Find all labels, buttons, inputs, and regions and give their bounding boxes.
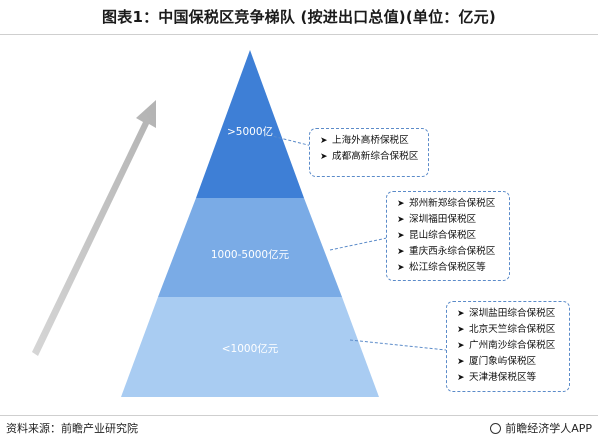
list-item: ➤ 天津港保税区等 <box>457 370 563 386</box>
bullet-arrow-icon: ➤ <box>457 341 465 351</box>
bullet-arrow-icon: ➤ <box>397 199 405 209</box>
list-item: ➤ 成都高新综合保税区 <box>320 149 422 165</box>
tier-top-shape <box>196 50 304 198</box>
list-item-label: 昆山综合保税区 <box>409 230 477 241</box>
list-item: ➤ 重庆西永综合保税区 <box>397 244 503 260</box>
tier-label-middle: 1000-5000亿元 <box>210 249 290 261</box>
bullet-arrow-icon: ➤ <box>397 247 405 257</box>
tier-bottom-shape <box>121 297 379 397</box>
connector-line <box>349 339 447 351</box>
list-item: ➤ 厦门象屿保税区 <box>457 354 563 370</box>
list-item-label: 北京天竺综合保税区 <box>469 324 556 335</box>
tier-label-top: >5000亿 <box>226 126 274 138</box>
list-item-label: 重庆西永综合保税区 <box>409 246 496 257</box>
connector-line <box>263 133 313 147</box>
bullet-arrow-icon: ➤ <box>457 309 465 319</box>
bullet-arrow-icon: ➤ <box>397 231 405 241</box>
list-item-label: 成都高新综合保税区 <box>332 151 419 162</box>
list-item: ➤ 上海外高桥保税区 <box>320 133 422 149</box>
list-item: ➤ 深圳盐田综合保税区 <box>457 306 563 322</box>
list-item-label: 天津港保税区等 <box>469 372 537 383</box>
list-item-label: 松江综合保税区等 <box>409 262 486 273</box>
tier-top-list-box: ➤ 上海外高桥保税区 ➤ 成都高新综合保税区 <box>309 128 429 177</box>
tier-label-bottom: <1000亿元 <box>221 343 279 355</box>
brand-logo-icon <box>490 423 502 434</box>
bullet-arrow-icon: ➤ <box>457 373 465 383</box>
list-item-label: 广州南沙综合保税区 <box>469 340 556 351</box>
bullet-arrow-icon: ➤ <box>397 215 405 225</box>
brand-label: 前瞻经济学人APP <box>490 420 592 436</box>
bullet-arrow-icon: ➤ <box>397 263 405 273</box>
list-item: ➤ 昆山综合保税区 <box>397 228 503 244</box>
title-divider <box>0 34 598 35</box>
brand-text: 前瞻经济学人APP <box>505 422 592 435</box>
bullet-arrow-icon: ➤ <box>320 136 328 146</box>
bullet-arrow-icon: ➤ <box>457 357 465 367</box>
source-note: 资料来源：前瞻产业研究院 <box>6 422 138 435</box>
bullet-arrow-icon: ➤ <box>320 152 328 162</box>
list-item-label: 深圳盐田综合保税区 <box>469 308 556 319</box>
list-item: ➤ 北京天竺综合保税区 <box>457 322 563 338</box>
list-item-label: 上海外高桥保税区 <box>332 135 409 146</box>
tier-middle-list-box: ➤ 郑州新郑综合保税区 ➤ 深圳福田保税区 ➤ 昆山综合保税区 ➤ 重庆西永综合保税区 ➤ 松江综… <box>386 191 510 281</box>
bullet-arrow-icon: ➤ <box>457 325 465 335</box>
list-item-label: 厦门象屿保税区 <box>469 356 537 367</box>
tier-bottom-list-box: ➤ 深圳盐田综合保税区 ➤ 北京天竺综合保税区 ➤ 广州南沙综合保税区 ➤ 厦门象屿保税区 ➤ 天… <box>446 301 570 392</box>
connector-line <box>329 237 388 251</box>
list-item: ➤ 松江综合保税区等 <box>397 260 503 276</box>
chart-title: 图表1：中国保税区竞争梯队 (按进出口总值)(单位：亿元) <box>102 8 496 26</box>
growth-arrow-icon <box>32 100 156 356</box>
list-item-label: 郑州新郑综合保税区 <box>409 198 496 209</box>
list-item: ➤ 郑州新郑综合保税区 <box>397 196 503 212</box>
list-item: ➤ 广州南沙综合保税区 <box>457 338 563 354</box>
list-item: ➤ 深圳福田保税区 <box>397 212 503 228</box>
tier-middle-shape <box>158 198 342 297</box>
list-item-label: 深圳福田保税区 <box>409 214 477 225</box>
footer-divider <box>0 415 598 416</box>
